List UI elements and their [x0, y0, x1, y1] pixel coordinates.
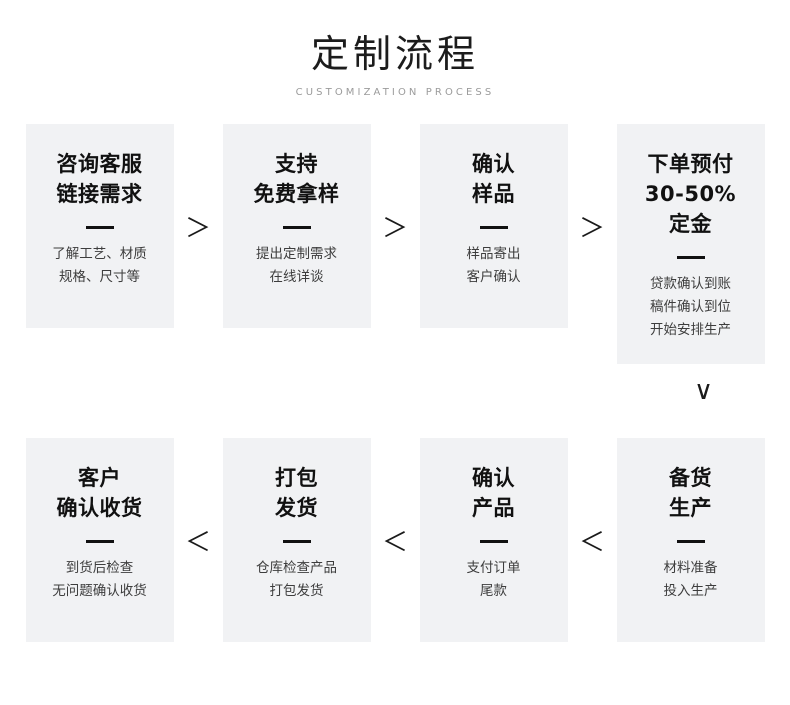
step-desc-2: 提出定制需求 在线详谈: [231, 243, 363, 289]
step-desc-line: 尾款: [480, 583, 507, 600]
step-title-line: 确认收货: [56, 496, 143, 521]
step-divider: [479, 226, 508, 230]
step-title-6: 确认 产品: [428, 464, 560, 524]
step-desc-7: 仓库检查产品 打包发货: [231, 557, 363, 603]
arrow-left-icon-1: ＜: [184, 528, 211, 559]
step-card-5[interactable]: 备货 生产 材料准备 投入生产: [616, 438, 765, 643]
step-title-line: 下单预付: [647, 152, 734, 177]
process-flow-diagram: 咨询客服 链接需求 了解工艺、材质 规格、尺寸等 ＞ 支持 免费拿样 提出定制需…: [0, 124, 790, 643]
step-card-4[interactable]: 下单预付 30-50% 定金 贷款确认到账 稿件确认到位 开始安排生产: [616, 124, 765, 365]
arrow-left-icon-2: ＜: [381, 528, 408, 559]
step-title-line: 免费拿样: [253, 182, 340, 207]
step-desc-5: 材料准备 投入生产: [625, 557, 757, 603]
step-title-line: 定金: [669, 212, 712, 237]
step-title-4: 下单预付 30-50% 定金: [625, 150, 757, 239]
step-desc-line: 打包发货: [269, 583, 324, 600]
step-card-8[interactable]: 客户 确认收货 到货后检查 无问题确认收货: [25, 438, 174, 643]
step-desc-line: 了解工艺、材质: [52, 246, 147, 263]
step-title-7: 打包 发货: [231, 464, 363, 524]
step-divider: [282, 226, 311, 230]
step-title-line: 链接需求: [56, 182, 143, 207]
step-desc-line: 稿件确认到位: [650, 299, 731, 316]
step-desc-line: 开始安排生产: [650, 322, 731, 339]
step-title-line: 支持: [275, 152, 318, 177]
step-title-line: 客户: [78, 466, 121, 491]
step-desc-line: 材料准备: [663, 560, 718, 577]
arrow-right-icon-3: ＞: [578, 214, 605, 245]
page-subtitle: CUSTOMIZATION PROCESS: [295, 87, 495, 99]
step-title-line: 打包: [275, 466, 318, 491]
step-card-7[interactable]: 打包 发货 仓库检查产品 打包发货: [222, 438, 371, 643]
step-title-2: 支持 免费拿样: [231, 150, 363, 210]
flow-row-bottom: 客户 确认收货 到货后检查 无问题确认收货 ＜ 打包 发货 仓库检查产品 打包发…: [25, 438, 765, 643]
step-title-line: 产品: [472, 496, 515, 521]
step-card-3[interactable]: 确认 样品 样品寄出 客户确认: [419, 124, 568, 329]
step-title-8: 客户 确认收货: [34, 464, 166, 524]
step-title-line: 确认: [472, 152, 515, 177]
step-desc-line: 投入生产: [663, 583, 718, 600]
step-divider: [676, 540, 705, 544]
arrow-right-icon-2: ＞: [381, 214, 408, 245]
step-title-1: 咨询客服 链接需求: [34, 150, 166, 210]
flow-row-top: 咨询客服 链接需求 了解工艺、材质 规格、尺寸等 ＞ 支持 免费拿样 提出定制需…: [25, 124, 765, 365]
arrow-left-icon-3: ＜: [578, 528, 605, 559]
step-title-line: 确认: [472, 466, 515, 491]
step-desc-1: 了解工艺、材质 规格、尺寸等: [34, 243, 166, 289]
step-desc-line: 到货后检查: [65, 560, 134, 577]
step-title-line: 样品: [472, 182, 515, 207]
step-title-5: 备货 生产: [625, 464, 757, 524]
step-divider: [479, 540, 508, 544]
step-desc-line: 在线详谈: [269, 269, 324, 286]
step-desc-line: 贷款确认到账: [650, 275, 731, 292]
step-desc-3: 样品寄出 客户确认: [428, 243, 560, 289]
step-divider: [676, 255, 705, 259]
step-desc-8: 到货后检查 无问题确认收货: [34, 557, 166, 603]
step-desc-line: 仓库检查产品: [256, 560, 337, 577]
arrow-right-icon-1: ＞: [184, 214, 211, 245]
step-divider: [85, 226, 114, 230]
step-desc-6: 支付订单 尾款: [428, 557, 560, 603]
step-card-2[interactable]: 支持 免费拿样 提出定制需求 在线详谈: [222, 124, 371, 329]
page-header: 定制流程 CUSTOMIZATION PROCESS: [0, 0, 790, 98]
step-title-3: 确认 样品: [428, 150, 560, 210]
page-title: 定制流程: [310, 32, 479, 76]
step-title-line: 备货: [669, 466, 712, 491]
step-title-line: 发货: [275, 496, 318, 521]
step-desc-line: 样品寄出: [466, 246, 521, 263]
step-desc-line: 提出定制需求: [256, 246, 337, 263]
arrow-down-icon: ∨: [693, 376, 713, 407]
step-card-1[interactable]: 咨询客服 链接需求 了解工艺、材质 规格、尺寸等: [25, 124, 174, 329]
step-desc-line: 支付订单: [466, 560, 521, 577]
step-title-line: 30-50%: [644, 182, 737, 207]
step-desc-line: 规格、尺寸等: [59, 269, 140, 286]
step-card-6[interactable]: 确认 产品 支付订单 尾款: [419, 438, 568, 643]
step-desc-4: 贷款确认到账 稿件确认到位 开始安排生产: [625, 273, 757, 343]
step-title-line: 生产: [669, 496, 712, 521]
step-desc-line: 客户确认: [466, 269, 521, 286]
step-divider: [282, 540, 311, 544]
step-title-line: 咨询客服: [56, 152, 143, 177]
step-divider: [85, 540, 114, 544]
step-desc-line: 无问题确认收货: [52, 583, 147, 600]
